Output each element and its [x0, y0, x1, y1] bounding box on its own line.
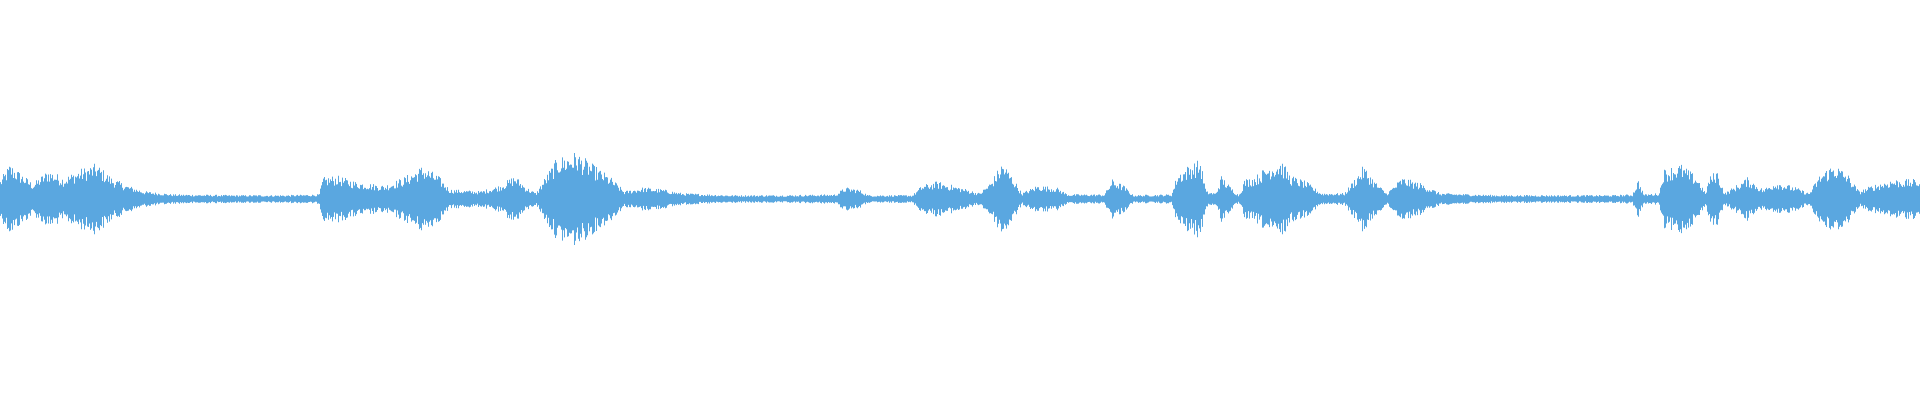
waveform-amplitude-path — [0, 153, 1920, 245]
waveform-samples — [0, 153, 1920, 245]
